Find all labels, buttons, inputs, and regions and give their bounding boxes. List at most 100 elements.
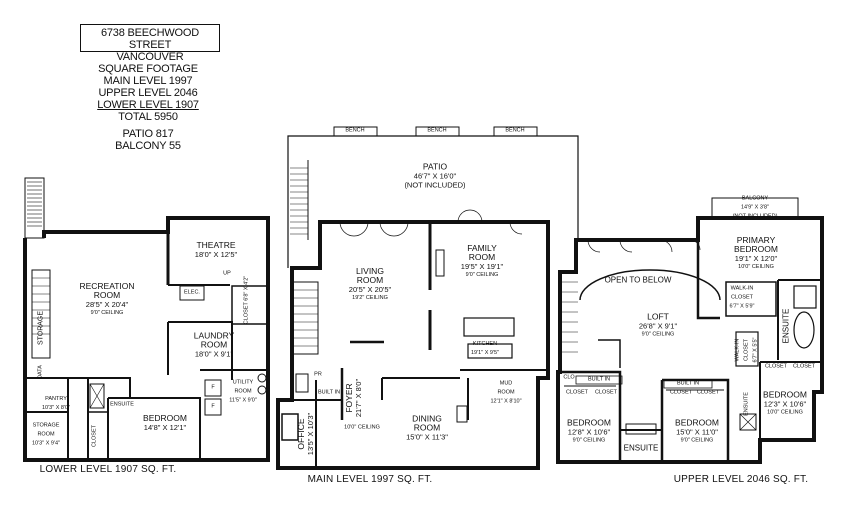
family-name-2: ROOM — [468, 252, 496, 262]
freezer-label-1: F — [211, 384, 215, 391]
sqft-total: TOTAL 5950 — [118, 111, 178, 123]
right-bedroom-size: 12'3" X 10'6" — [763, 399, 807, 409]
walkin1-name-2: CLOSET — [730, 294, 753, 301]
walkin2-size: 6'7" X 5'5" — [752, 337, 759, 363]
main-built-in-label: BUILT IN — [317, 389, 341, 396]
patio-size: 46'7" X 16'0" — [413, 171, 457, 181]
foyer-size: 21'7" X 8'0" — [354, 378, 363, 418]
living-name-2: ROOM — [356, 275, 384, 285]
upper-level-caption: UPPER LEVEL 2046 SQ. FT. — [673, 474, 809, 485]
kitchen-label: KITCHEN 19'1" X 9'5" — [471, 340, 499, 358]
family-room-label: FAMILY ROOM 19'5" X 19'1" 9'0" CEILING — [461, 244, 503, 280]
dining-size: 15'0" X 11'3" — [406, 432, 448, 442]
balcony-size: 14'9" X 3'8" — [740, 204, 770, 211]
sqft-heading: SQUARE FOOTAGE — [98, 63, 198, 75]
square-footage-block: SQUARE FOOTAGE MAIN LEVEL 1997 UPPER LEV… — [78, 63, 218, 123]
recreation-name-2: ROOM — [93, 290, 121, 300]
patio-note: (NOT INCLUDED) — [404, 180, 466, 190]
primary-size: 19'1" X 12'0" — [734, 254, 778, 263]
upper-closet-1-label: CLOSET — [565, 389, 589, 396]
elec-label: ELEC. — [184, 289, 200, 296]
left-bedroom-ceiling: 9'0" CEILING — [572, 437, 606, 444]
lower-bedroom-name: BEDROOM — [143, 413, 187, 423]
middle-bedroom-name: BEDROOM — [675, 417, 719, 428]
freezer-label-2: F — [211, 403, 215, 410]
lower-level-walls — [23, 177, 270, 462]
lower-ensuite-label: ENSUITE — [110, 401, 134, 408]
main-level-caption: MAIN LEVEL 1997 SQ. FT. — [307, 474, 433, 485]
walk-in-closet-1-label: WALK-IN CLOSET 6'7" X 5'9" — [730, 285, 755, 312]
address-line-2: VANCOUVER — [116, 51, 184, 63]
mud-room-label: MUD ROOM 12'1" X 8'10" — [490, 380, 521, 407]
utility-name-1: UTILITY — [232, 379, 254, 386]
middle-bedroom-ceiling: 9'0" CEILING — [680, 437, 714, 444]
utility-room-label: UTILITY ROOM 11'5" X 9'0" — [229, 379, 257, 406]
family-size: 19'5" X 19'1" — [460, 262, 504, 271]
upper-closet-3-label: CLOSET — [669, 389, 693, 396]
theatre-name: THEATRE — [196, 240, 236, 250]
right-bedroom-label: BEDROOM 12'3" X 10'6" 10'0" CEILING — [763, 389, 807, 418]
upper-level-walls — [556, 197, 824, 464]
theatre-size: 18'0" X 12'5" — [194, 250, 238, 259]
living-size: 20'5" X 20'5" — [348, 285, 392, 294]
right-bedroom-name: BEDROOM — [763, 389, 807, 400]
walkin1-size: 6'7" X 5'9" — [729, 303, 755, 310]
data-label: DATA — [37, 365, 44, 379]
storage-room-label: STORAGE ROOM 10'3" X 9'4" — [32, 422, 60, 449]
office-label: OFFICE 13'5" X 10'3" — [296, 413, 315, 455]
balcony-note: (NOT INCLUDED) — [732, 213, 778, 220]
theatre-label: THEATRE 18'0" X 12'5" — [194, 240, 238, 260]
utility-size: 11'5" X 9'0" — [229, 397, 257, 404]
lower-bedroom-size: 14'8" X 12'1" — [143, 423, 187, 432]
laundry-size: 18'0" X 9'1" — [194, 349, 234, 359]
upper-closet-6-label: CLOSET — [792, 363, 816, 370]
pantry-label: PANTRY 10'3" X 8'0" — [42, 395, 70, 413]
walkin2-name-2: CLOSET — [743, 339, 750, 362]
powder-room-label: PR — [314, 371, 322, 378]
loft-name: LOFT — [647, 311, 669, 322]
recreation-name-1: RECREATION — [79, 281, 135, 291]
storage-room-name-1: STORAGE — [32, 422, 60, 429]
middle-bedroom-label: BEDROOM 15'0" X 11'0" 9'0" CEILING — [675, 417, 719, 446]
patio-label: PATIO 46'7" X 16'0" (NOT INCLUDED) — [404, 161, 466, 190]
sqft-upper: UPPER LEVEL 2046 — [98, 87, 198, 99]
open-to-below-label: OPEN TO BELOW — [604, 275, 672, 285]
shared-ensuite-label: ENSUITE — [623, 443, 659, 453]
walkin1-name-1: WALK-IN — [730, 285, 754, 292]
up-label: UP — [223, 270, 231, 277]
upper-built-in-label-2: BUILT IN — [676, 380, 700, 387]
primary-bedroom-label: PRIMARY BEDROOM 19'1" X 12'0" 10'0" CEIL… — [734, 236, 778, 272]
bench-label-2: BENCH — [427, 127, 447, 134]
dining-name-1: DINING — [412, 413, 442, 424]
left-bedroom-label: BEDROOM 12'8" X 10'6" 9'0" CEILING — [567, 418, 611, 446]
loft-ceiling: 9'0" CEILING — [641, 331, 675, 338]
primary-name-1: PRIMARY — [736, 235, 776, 245]
kitchen-name: KITCHEN — [472, 341, 498, 347]
foyer-label: FOYER 21'7" X 8'0" — [344, 378, 363, 418]
outdoor-block: PATIO 817 BALCONY 55 — [78, 128, 218, 152]
balcony-label: BALCONY 14'9" X 3'8" (NOT INCLUDED) — [733, 195, 778, 222]
kitchen-size: 19'1" X 9'5" — [470, 350, 500, 356]
living-room-label: LIVING ROOM 20'5" X 20'5" 19'2" CEILING — [349, 267, 391, 303]
living-name-1: LIVING — [356, 266, 384, 276]
primary-name-2: BEDROOM — [734, 244, 778, 254]
office-name: OFFICE — [296, 418, 306, 450]
sqft-lower: LOWER LEVEL 1907 — [97, 99, 199, 111]
upper-closet-2-label: CLOSET — [594, 389, 618, 396]
middle-bedroom-size: 15'0" X 11'0" — [676, 427, 718, 437]
address-block: 6738 BEECHWOOD STREET VANCOUVER — [80, 27, 220, 63]
patio-name: PATIO — [422, 161, 448, 172]
storage-label: STORAGE — [37, 310, 45, 346]
upper-closet-4-label: CLOSET — [696, 389, 720, 396]
walkin2-name-1: WALK-IN — [734, 338, 741, 362]
foyer-name: FOYER — [344, 383, 354, 413]
dining-name-2: ROOM — [413, 422, 441, 433]
storage-room-size: 10'3" X 9'4" — [31, 440, 61, 447]
sqft-main: MAIN LEVEL 1997 — [103, 75, 193, 87]
laundry-room-label: LAUNDRY ROOM 18'0" X 9'1" — [194, 331, 234, 359]
right-bedroom-ceiling: 10'0" CEILING — [767, 409, 803, 416]
family-name-1: FAMILY — [467, 243, 497, 253]
recreation-room-label: RECREATION ROOM 28'5" X 20'4" 9'0" CEILI… — [79, 282, 134, 318]
small-ensuite-label: ENSUITE — [743, 392, 750, 416]
balcony-area: BALCONY 55 — [115, 140, 181, 152]
